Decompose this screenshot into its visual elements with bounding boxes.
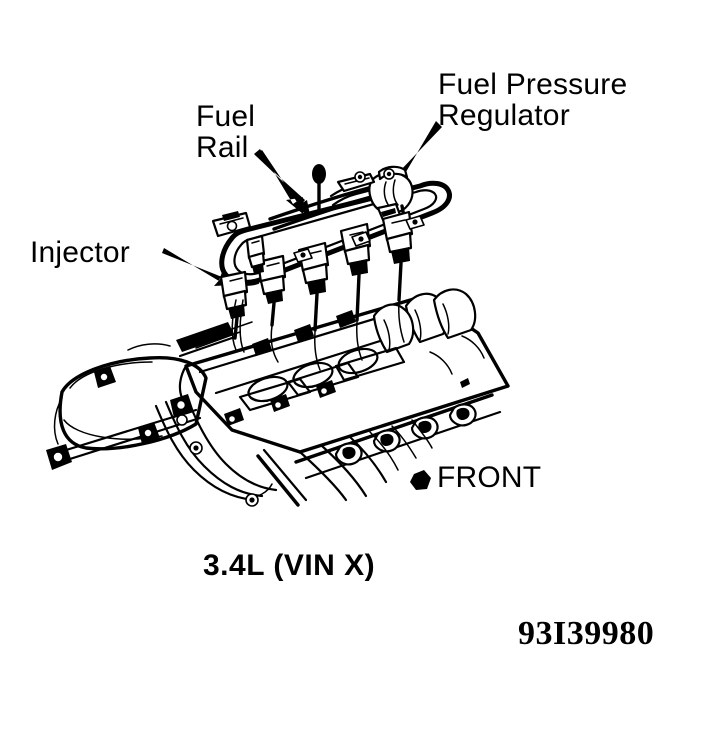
fuel-hoses	[231, 299, 405, 371]
wiring-harness	[53, 335, 485, 445]
left-bracket	[46, 366, 202, 470]
callout-arrow-injector	[162, 248, 232, 286]
support-rod	[256, 448, 308, 507]
label-front: FRONT	[437, 461, 542, 494]
injector-6	[245, 234, 266, 274]
injector-2	[256, 254, 287, 327]
lower-support-arms	[154, 394, 278, 507]
callout-arrow-fuel-rail	[254, 149, 310, 215]
engine-block-front	[298, 419, 433, 502]
label-fuel-pressure-regulator: Fuel Pressure Regulator	[438, 68, 628, 132]
manifold-fittings	[224, 310, 356, 426]
fuel-rail-mounting-ears	[293, 215, 425, 263]
fuel-rail-inlet-stud	[312, 164, 326, 215]
front-marker-icon	[410, 470, 431, 490]
fuel-pressure-regulator	[336, 165, 414, 228]
label-injector: Injector	[30, 236, 130, 269]
label-engine-designation: 3.4L (VIN X)	[203, 549, 376, 582]
port-gaskets	[238, 346, 406, 412]
fuel-rail-inlet-boss	[211, 211, 252, 238]
label-figure-code: 93I39980	[518, 615, 655, 652]
manifold-runners	[372, 288, 477, 354]
injector-5	[381, 210, 414, 302]
label-fuel-rail: Fuel Rail	[196, 100, 256, 164]
